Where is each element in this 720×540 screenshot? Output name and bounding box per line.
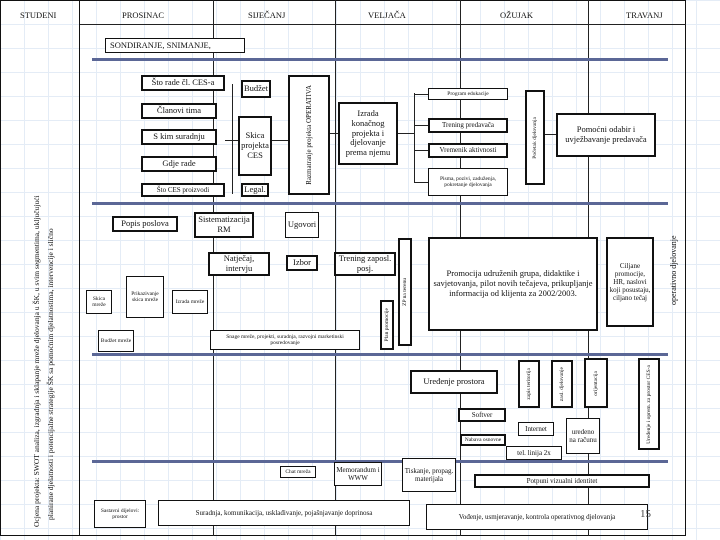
- box-suradnja: Suradnja, komunikacija, usklađivanje, po…: [158, 500, 410, 526]
- connector-sto-budzet: [232, 84, 233, 194]
- box-snage: Snage mreže, projekti, suradnja, razvojn…: [210, 330, 360, 350]
- left-note-line-1: Ocjena projekta: SWOT analiza, izgradnja…: [32, 195, 41, 527]
- box-natjecaj: Natječaj, intervju: [208, 252, 270, 276]
- box-budzet-top: Budžet: [241, 80, 271, 98]
- box-zapis-teritorija: zapis teritorija: [518, 360, 540, 408]
- box-izrada-projekta: Izrada konačnog projekta i djelovanje pr…: [338, 102, 398, 165]
- box-gdje-rade: Gdje rade: [141, 156, 217, 172]
- box-chat: Chat mreža: [280, 466, 316, 478]
- box-sastavni: Sastavni dijelovi: prostor: [94, 500, 146, 528]
- box-skica-mreze: Skica mreže: [86, 290, 112, 314]
- box-vremenik: Vremenik aktivnosti: [428, 143, 508, 158]
- connector-program-trunk: [414, 93, 415, 183]
- box-program-edukacije: Program edukacije: [428, 88, 508, 100]
- box-skica-projekta: Skica projekta CES: [238, 116, 272, 176]
- box-izrada-mreze: Izrada mreže: [172, 290, 208, 314]
- connector-to-vremenik: [414, 150, 428, 151]
- box-pocetak-djelovanja: Početak djelovanja: [525, 90, 545, 185]
- box-zapis-label: zapis teritorija: [525, 368, 532, 400]
- box-potpuni: Potpuni vizualni identitet: [474, 474, 650, 488]
- box-ciljane-promocije: Ciljane promocije, HR, naslovi koji posu…: [606, 237, 654, 327]
- box-pomocni-odabir: Pomoćni odabir i uvježbavanje predavača: [556, 113, 656, 157]
- month-sijecanj: SIJEČANJ: [248, 10, 286, 20]
- connector-left-skica: [225, 140, 238, 141]
- box-zp-terenu-label: ZP na terenu: [401, 278, 408, 306]
- box-vodenje: Vođenje, usmjeravanje, kontrola operativ…: [426, 504, 648, 530]
- box-plan-promocije: Plan promocije: [380, 300, 394, 350]
- connector-razmatranje-izrada: [330, 133, 338, 134]
- box-pisma: Pisma, pozivi, zaduženja, pokretanje dje…: [428, 168, 508, 196]
- connector-izrada-trunk: [398, 133, 414, 134]
- page-number: 15: [640, 508, 651, 520]
- month-studeni: STUDENI: [20, 10, 57, 20]
- right-note: operativno djelovanje: [669, 235, 678, 305]
- connector-to-pisma: [414, 182, 428, 183]
- month-prosinac: PROSINAC: [122, 10, 165, 20]
- box-prikazivanje: Prikazivanje skica mreže: [126, 276, 164, 318]
- box-softver: Softver: [458, 408, 506, 422]
- box-tel-linija: tel. linija 2x: [506, 446, 562, 460]
- box-razmatranje-label: Razmatranje projekta OPERATIVA: [304, 85, 313, 185]
- box-promocija-main: Promocija udruženih grupa, didaktike i s…: [428, 237, 598, 331]
- box-zasl-label: zasl. djelovanje: [558, 366, 565, 402]
- box-s-kim-suradnju: S kim suradnju: [141, 129, 217, 145]
- connector-skica-razmatranje: [272, 140, 288, 141]
- left-note-line-2: planirane djelatnosti i potencijalne str…: [46, 228, 55, 520]
- box-uredenje-oprem: Uređenje i oprem. za prostor CES-a: [638, 358, 660, 450]
- box-razmatranje: Razmatranje projekta OPERATIVA: [288, 75, 330, 195]
- box-uredenje-oprem-label: Uređenje i oprem. za prostor CES-a: [645, 364, 652, 444]
- box-popis-poslova: Popis poslova: [112, 216, 178, 232]
- box-zp-terenu: ZP na terenu: [398, 238, 412, 346]
- month-veljaca: VELJAČA: [368, 10, 406, 20]
- phase-band-4: [92, 460, 668, 463]
- box-clanovi-tima: Članovi tima: [141, 103, 217, 119]
- box-nabava: Nabava osnovne: [460, 434, 506, 446]
- box-uredjeno-racunu: uredeno na računu: [566, 418, 600, 454]
- box-orijentacija: orijentacija: [584, 358, 608, 408]
- box-plan-promocije-label: Plan promocije: [383, 308, 390, 342]
- phase-band-3: [92, 353, 668, 356]
- box-ugovori: Ugovori: [285, 212, 319, 238]
- box-orijentacija-label: orijentacija: [592, 370, 599, 396]
- box-legal: Legal.: [241, 183, 269, 197]
- box-pocetak-label: Početak djelovanja: [531, 116, 538, 159]
- box-trening-zaposl: Trening zaposl. posj.: [334, 252, 396, 276]
- box-sondiranje: SONDIRANJE, SNIMANJE,: [105, 38, 245, 53]
- box-uredenje-prostora: Uređenje prostora: [410, 370, 498, 394]
- month-ozujak: OŽUJAK: [500, 10, 534, 20]
- phase-band-2: [92, 202, 668, 205]
- box-izbor: Izbor: [286, 255, 318, 271]
- box-tiskanje: Tiskanje, propag. materijala: [402, 458, 456, 492]
- connector-to-trening: [414, 125, 428, 126]
- month-header-divider: [80, 24, 686, 25]
- box-sistematizacija: Sistematizacija RM: [194, 212, 254, 238]
- box-memorandum: Memorandum i WWW: [334, 462, 382, 486]
- left-note-column: [0, 0, 80, 536]
- box-sto-ces-proizvodi: Što CES proizvodi: [141, 183, 225, 197]
- box-sto-rade: Što rade čl. CES-a: [141, 75, 225, 91]
- box-trening-predavaca: Trening predavača: [428, 118, 508, 133]
- month-travanj: TRAVANJ: [626, 10, 663, 20]
- box-internet: Internet: [518, 422, 554, 436]
- phase-band-1: [92, 58, 668, 61]
- box-zasl-djelovanje: zasl. djelovanje: [551, 360, 573, 408]
- connector-to-program: [414, 94, 428, 95]
- box-budzet-mreze: Budžet mreže: [98, 330, 134, 352]
- connector-pocetak-pomocni: [545, 134, 556, 135]
- diagram-frame: [0, 0, 686, 536]
